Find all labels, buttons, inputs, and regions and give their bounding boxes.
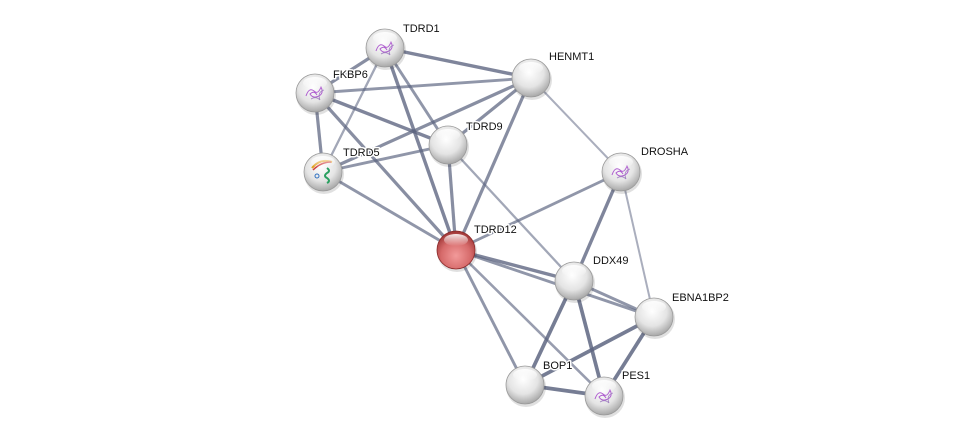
- edge-drosha-ebna1bp2[interactable]: [620, 171, 655, 318]
- node-label: TDRD1: [403, 23, 440, 35]
- node-highlight: [519, 62, 543, 74]
- node-highlight: [642, 301, 666, 313]
- edge-tdrd9-tdrd5[interactable]: [322, 143, 449, 174]
- node-highlight: [444, 234, 468, 246]
- protein-structure-icon: [594, 388, 614, 404]
- protein-structure-icon: [611, 164, 631, 180]
- node-tdrd9[interactable]: TDRD9: [428, 120, 504, 167]
- node-label: PES1: [622, 370, 650, 382]
- node-henmt1[interactable]: HENMT1: [511, 50, 596, 100]
- edge-fkbp6-tdrd9[interactable]: [314, 91, 449, 147]
- protein-structure-icon: [305, 85, 325, 101]
- edge-fkbp6-henmt1[interactable]: [314, 76, 532, 95]
- node-highlight: [562, 265, 586, 277]
- edge-tdrd12-drosha[interactable]: [455, 170, 622, 252]
- node-highlight: [373, 32, 397, 44]
- node-drosha[interactable]: DROSHA: [601, 145, 690, 194]
- node-pes1[interactable]: PES1: [584, 369, 652, 418]
- node-ebna1bp2[interactable]: EBNA1BP2: [634, 291, 730, 339]
- node-highlight: [311, 156, 335, 168]
- edge-henmt1-tdrd12[interactable]: [454, 77, 533, 251]
- edge-tdrd12-pes1[interactable]: [455, 249, 605, 397]
- node-label: TDRD5: [343, 147, 380, 159]
- node-tdrd12[interactable]: TDRD12: [436, 223, 518, 272]
- node-label: BOP1: [543, 360, 572, 372]
- node-highlight: [513, 369, 537, 381]
- edge-tdrd9-ddx49[interactable]: [447, 144, 575, 282]
- edge-drosha-ddx49[interactable]: [572, 171, 623, 282]
- edge-ddx49-pes1[interactable]: [572, 280, 606, 397]
- node-label: HENMT1: [549, 51, 594, 63]
- edge-layer: [313, 46, 656, 398]
- edge-fkbp6-tdrd12[interactable]: [313, 91, 458, 252]
- node-label: TDRD12: [474, 224, 517, 236]
- node-ddx49[interactable]: DDX49: [554, 254, 630, 303]
- edge-henmt1-drosha[interactable]: [530, 77, 622, 173]
- node-fkbp6[interactable]: FKBP6: [295, 68, 369, 115]
- edge-henmt1-tdrd5[interactable]: [322, 76, 532, 174]
- protein-structure-icon: [375, 40, 395, 56]
- node-highlight: [436, 129, 460, 141]
- node-tdrd5[interactable]: TDRD5: [303, 146, 381, 194]
- node-label: FKBP6: [333, 69, 368, 81]
- node-label: DDX49: [593, 255, 628, 267]
- edge-tdrd1-henmt1[interactable]: [384, 46, 532, 80]
- node-bop1[interactable]: BOP1: [505, 359, 574, 407]
- edge-tdrd1-tdrd12[interactable]: [383, 47, 458, 251]
- node-highlight: [592, 380, 616, 392]
- edge-tdrd12-bop1[interactable]: [454, 249, 527, 386]
- node-tdrd1[interactable]: TDRD1: [365, 22, 441, 70]
- edge-tdrd5-tdrd12[interactable]: [322, 170, 457, 252]
- node-label: TDRD9: [466, 121, 503, 133]
- node-highlight: [303, 77, 327, 89]
- node-highlight: [609, 156, 633, 168]
- edge-ebna1bp2-bop1[interactable]: [524, 315, 655, 387]
- node-label: DROSHA: [641, 146, 689, 158]
- node-label: EBNA1BP2: [672, 292, 729, 304]
